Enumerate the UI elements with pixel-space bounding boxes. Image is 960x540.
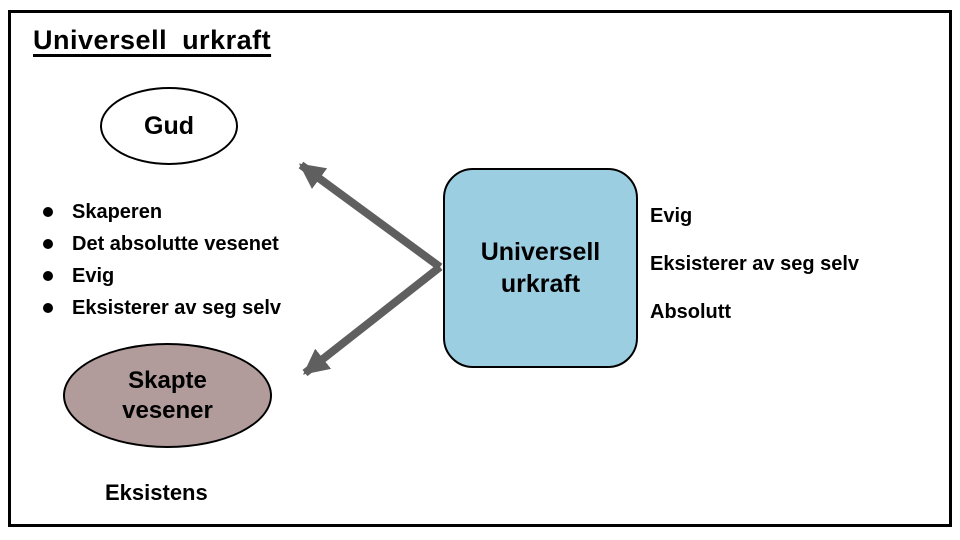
page-title: Universell urkraft [33,25,272,55]
bullet-icon [43,303,53,313]
list-item-label: Evig [650,205,693,227]
list-item-label: Eksisterer av seg selv [650,253,860,275]
node-skapte-vesener: Skapte vesener [63,343,272,448]
list-item-label: Skaperen [72,200,163,223]
attributes-list-left: Skaperen Det absolutte vesenet Evig Eksi… [43,196,281,324]
list-item: Evig [43,260,281,292]
list-item-label: Evig [72,264,115,287]
list-item: Det absolutte vesenet [43,228,281,260]
list-item-label: Absolutt [650,301,732,323]
list-item: Eksisterer av seg selv [43,292,281,324]
arrow-to-skapte-vesener [302,263,443,377]
diagram-frame: Universell urkraft Gud Skaperen Det abso… [8,10,952,527]
list-item: Skaperen [43,196,281,228]
node-skapte-vesener-label: Skapte vesener [122,366,213,424]
attributes-list-right: Evig Eksisterer av seg selv Absolutt [650,205,859,324]
bullet-icon [43,239,53,249]
eksistens-label: Eksistens [105,480,208,505]
node-gud-label: Gud [144,111,194,140]
bullet-icon [43,271,53,281]
node-universell-urkraft: Universell urkraft [443,168,638,368]
arrow-to-gud [298,161,443,271]
bullet-icon [43,207,53,217]
node-gud: Gud [100,87,238,165]
list-item-label: Det absolutte vesenet [72,232,279,255]
list-item-label: Eksisterer av seg selv [72,296,282,319]
node-universell-urkraft-label: Universell urkraft [480,238,601,298]
